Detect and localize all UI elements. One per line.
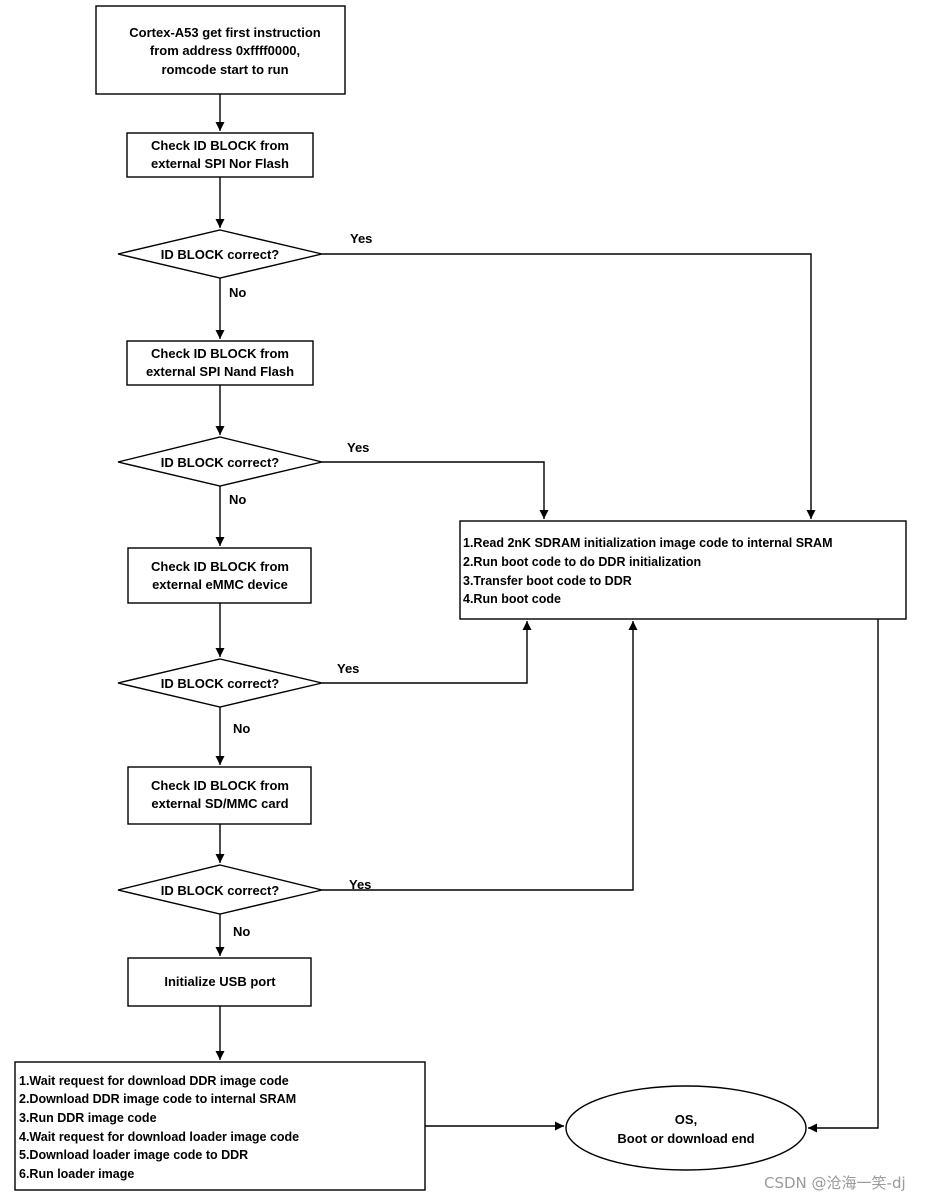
check-nor-node: Check ID BLOCK from external SPI Nor Fla… [126,132,314,178]
check-nor-line-2: external SPI Nor Flash [151,156,289,171]
decision-2-label: ID BLOCK correct? [161,455,280,470]
edge-d4-yes [322,621,638,891]
download-step-4: 4.Wait request for download loader image… [19,1130,299,1144]
download-step-2: 2.Download DDR image code to internal SR… [19,1092,296,1106]
check-nand-node: Check ID BLOCK from external SPI Nand Fl… [126,340,314,386]
check-sd-node: Check ID BLOCK from external SD/MMC card [127,766,312,825]
check-emmc-node: Check ID BLOCK from external eMMC device [127,547,312,604]
download-step-1: 1.Wait request for download DDR image co… [19,1074,289,1088]
edge-d3-yes [322,621,532,684]
start-line-1: Cortex-A53 get first instruction [129,25,320,40]
d3-yes-label: Yes [337,661,359,676]
end-connectors [425,619,879,1133]
d2-no-label: No [229,492,246,507]
download-step-5: 5.Download loader image code to DDR [19,1148,248,1162]
decision-2: ID BLOCK correct? [117,436,323,487]
d4-no-label: No [233,924,250,939]
d1-yes-label: Yes [350,231,372,246]
decision-4-label: ID BLOCK correct? [161,883,280,898]
decision-1-label: ID BLOCK correct? [161,247,280,262]
start-node: Cortex-A53 get first instruction from ad… [95,5,346,95]
edge-labels: Yes No Yes No Yes No Yes No [229,231,372,939]
start-line-3: romcode start to run [161,62,288,77]
check-sd-line-2: external SD/MMC card [151,796,288,811]
d1-no-label: No [229,285,246,300]
edge-boot-to-end [808,619,879,1133]
end-line-1: OS, [675,1112,697,1127]
boot-step-1: 1.Read 2nK SDRAM initialization image co… [463,536,833,550]
check-nand-line-1: Check ID BLOCK from [151,346,289,361]
decision-3: ID BLOCK correct? [117,658,323,708]
edge-d2-yes [322,461,549,519]
check-nor-line-1: Check ID BLOCK from [151,138,289,153]
decision-4: ID BLOCK correct? [117,864,323,915]
decision-1: ID BLOCK correct? [117,229,323,279]
download-step-3: 3.Run DDR image code [19,1111,157,1125]
download-steps-node: 1.Wait request for download DDR image co… [14,1061,426,1191]
check-nand-line-2: external SPI Nand Flash [146,364,294,379]
yes-branch-connectors [322,253,816,891]
boot-step-4: 4.Run boot code [463,592,561,606]
d2-yes-label: Yes [347,440,369,455]
boot-step-3: 3.Transfer boot code to DDR [463,574,632,588]
end-line-2: Boot or download end [617,1131,754,1146]
check-emmc-line-2: external eMMC device [152,577,288,592]
usb-label: Initialize USB port [164,974,276,989]
check-emmc-line-1: Check ID BLOCK from [151,559,289,574]
boot-step-2: 2.Run boot code to do DDR initialization [463,555,701,569]
check-sd-line-1: Check ID BLOCK from [151,778,289,793]
start-line-2: from address 0xffff0000, [150,43,300,58]
watermark: CSDN @沧海一笑-dj [764,1174,906,1192]
decision-3-label: ID BLOCK correct? [161,676,280,691]
boot-steps-node: 1.Read 2nK SDRAM initialization image co… [459,520,907,620]
usb-node: Initialize USB port [127,957,312,1007]
d3-no-label: No [233,721,250,736]
end-node: OS, Boot or download end [565,1085,807,1171]
download-step-6: 6.Run loader image [19,1167,134,1181]
edge-d1-yes [322,253,816,519]
d4-yes-label: Yes [349,877,371,892]
